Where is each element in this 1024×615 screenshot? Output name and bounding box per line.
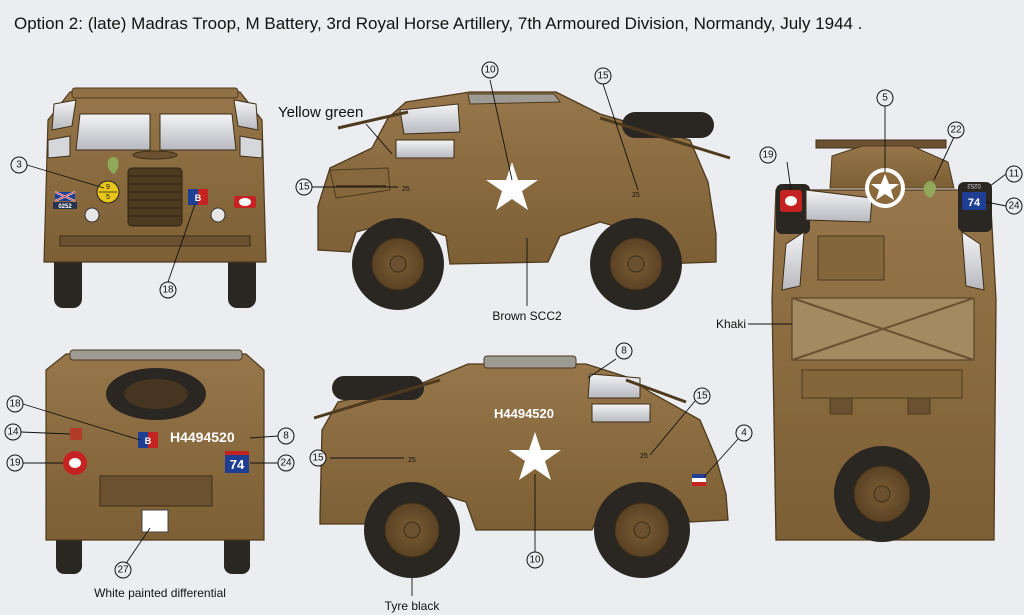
side-bridge-class-2: 25 xyxy=(632,192,640,199)
svg-text:10: 10 xyxy=(529,555,541,566)
callout-19-rear: 19 xyxy=(6,454,24,472)
side-bridge-class-1: 25 xyxy=(402,186,410,193)
callout-15-top-right: 15 xyxy=(594,67,612,85)
rear-unit-code: 74 xyxy=(230,457,245,472)
allied-star-icon-2 xyxy=(509,432,561,480)
callout-24-top: 24 xyxy=(1005,197,1023,215)
callout-3: 3 xyxy=(10,156,28,174)
svg-text:24: 24 xyxy=(1008,201,1020,212)
svg-text:15: 15 xyxy=(298,182,310,193)
label-white-differential: White painted differential xyxy=(94,586,226,600)
svg-text:3: 3 xyxy=(16,160,22,171)
callout-4: 4 xyxy=(735,424,753,442)
svg-text:8: 8 xyxy=(621,346,627,357)
svg-text:27: 27 xyxy=(117,565,129,576)
top-plate-number: 0252 xyxy=(967,182,981,188)
svg-text:19: 19 xyxy=(762,150,774,161)
svg-text:18: 18 xyxy=(9,399,21,410)
side-bridge-class-4: 25 xyxy=(640,453,648,460)
callout-27: 27 xyxy=(114,561,132,579)
svg-text:10: 10 xyxy=(484,65,496,76)
svg-text:18: 18 xyxy=(162,285,174,296)
callout-10-top: 10 xyxy=(481,61,499,79)
callout-8-rear: 8 xyxy=(277,427,295,445)
leader-lines xyxy=(20,79,1007,596)
formation-sign-icon xyxy=(107,157,119,174)
front-tac-sign: B xyxy=(195,193,202,203)
label-khaki: Khaki xyxy=(716,317,746,331)
callout-5: 5 xyxy=(876,89,894,107)
side-view-top: 25 25 xyxy=(317,91,731,310)
bridge-plate-top: 9 xyxy=(106,184,110,191)
label-tyre-black: Tyre black xyxy=(385,599,441,613)
svg-text:14: 14 xyxy=(7,427,19,438)
callout-8-side: 8 xyxy=(615,342,633,360)
callout-24-rear: 24 xyxy=(277,454,295,472)
callout-15-bottom-right: 15 xyxy=(693,387,711,405)
callout-10-bottom: 10 xyxy=(526,551,544,569)
label-yellow-green: Yellow green xyxy=(278,104,363,121)
callout-15-bottom-left: 15 xyxy=(309,449,327,467)
svg-text:19: 19 xyxy=(9,458,21,469)
callout-15-top-left: 15 xyxy=(295,178,313,196)
svg-text:15: 15 xyxy=(696,391,708,402)
bridge-plate-bottom: 5 xyxy=(106,194,110,201)
svg-text:8: 8 xyxy=(283,431,289,442)
callout-22: 22 xyxy=(947,121,965,139)
side-bridge-class-3: 25 xyxy=(408,457,416,464)
page-title: Option 2: (late) Madras Troop, M Battery… xyxy=(14,14,863,33)
callout-18-rear: 18 xyxy=(6,395,24,413)
side-reg-number: H4494520 xyxy=(494,406,554,421)
callout-18-front: 18 xyxy=(159,281,177,299)
svg-text:24: 24 xyxy=(280,458,292,469)
svg-text:5: 5 xyxy=(882,93,888,104)
svg-text:4: 4 xyxy=(741,428,747,439)
top-star-icon xyxy=(871,174,899,200)
rear-view: B H4494520 74 xyxy=(45,349,265,574)
rear-tac-sign: B xyxy=(145,436,152,446)
rear-reg-number: H4494520 xyxy=(170,429,235,445)
top-view: 74 0252 xyxy=(771,139,997,542)
svg-text:22: 22 xyxy=(950,125,962,136)
svg-text:11: 11 xyxy=(1009,169,1020,180)
label-brown-scc2: Brown SCC2 xyxy=(492,309,562,323)
desert-rat-insignia-icon xyxy=(239,198,251,206)
callout-14: 14 xyxy=(4,423,22,441)
top-unit-code: 74 xyxy=(968,197,981,209)
front-plate-number: 0252 xyxy=(58,204,72,210)
side-view-bottom: H4494520 25 25 xyxy=(313,355,729,578)
svg-text:15: 15 xyxy=(312,453,324,464)
callout-19-top: 19 xyxy=(759,146,777,164)
svg-text:15: 15 xyxy=(597,71,609,82)
callouts: 3 18 10 15 15 5 19 22 11 24 18 14 19 8 2… xyxy=(4,61,1023,579)
allied-star-icon xyxy=(486,162,538,210)
front-view: 0252 9 5 B xyxy=(43,87,267,308)
callout-11: 11 xyxy=(1005,165,1023,183)
